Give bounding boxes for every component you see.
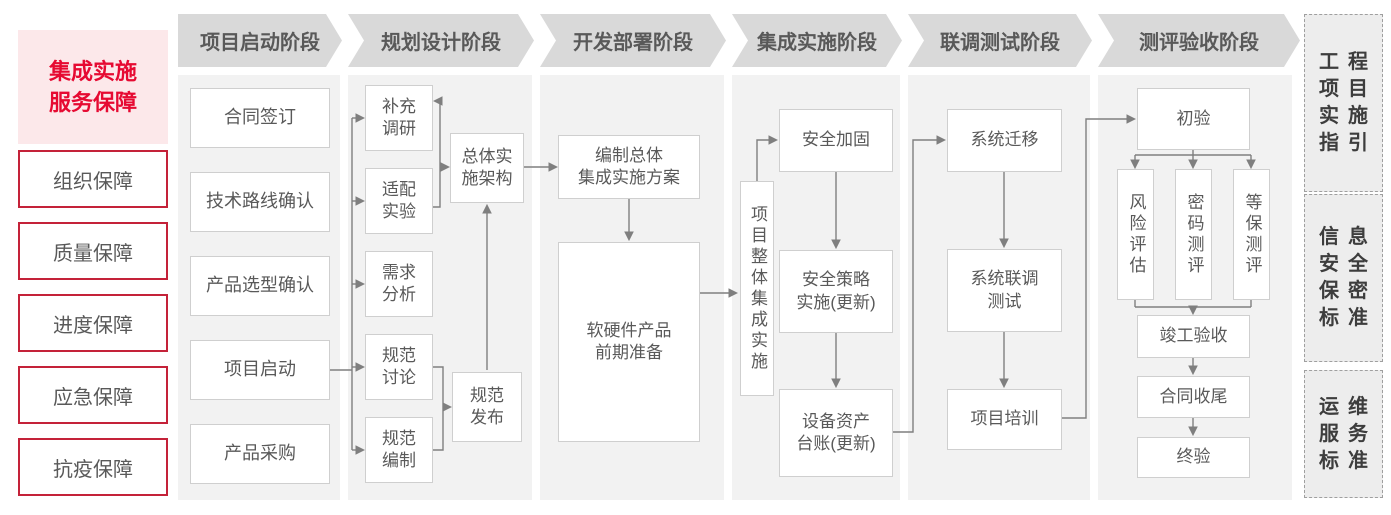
node-contract-closing: 合同收尾 xyxy=(1137,376,1250,418)
node-project-training: 项目培训 xyxy=(947,389,1062,450)
node-tech-route-confirm: 技术路线确认 xyxy=(190,172,330,232)
node-adaptation-experiment: 适配 实验 xyxy=(365,168,433,234)
node-product-procurement: 产品采购 xyxy=(190,424,330,484)
node-product-selection-confirm: 产品选型确认 xyxy=(190,256,330,316)
phase-banner-integration: 集成实施阶段 xyxy=(732,14,902,67)
sidebar-item-emergency: 应急保障 xyxy=(18,366,168,424)
node-initial-acceptance: 初验 xyxy=(1137,88,1250,150)
node-spec-release: 规范 发布 xyxy=(452,372,522,442)
node-contract-signing: 合同签订 xyxy=(190,88,330,148)
sidebar-item-quality: 质量保障 xyxy=(18,222,168,280)
node-classified-protection-evaluation: 等保测评 xyxy=(1233,169,1270,300)
node-overall-implementation-architecture: 总体实 施架构 xyxy=(450,133,524,203)
node-requirement-analysis: 需求 分析 xyxy=(365,251,433,317)
phase-banner-acceptance: 测评验收阶段 xyxy=(1098,14,1300,67)
node-supplementary-research: 补充 调研 xyxy=(365,85,433,151)
sidebar-item-schedule: 进度保障 xyxy=(18,294,168,352)
sidebar-title: 集成实施 服务保障 xyxy=(18,30,168,144)
node-asset-ledger-update: 设备资产 台账(更新) xyxy=(779,389,893,477)
reference-infosec-confidentiality-standard: 信息 安全 保密 标准 xyxy=(1304,194,1383,362)
sidebar-item-epidemic: 抗疫保障 xyxy=(18,438,168,496)
node-security-hardening: 安全加固 xyxy=(779,109,893,172)
reference-ops-service-standard: 运维 服务 标准 xyxy=(1304,370,1383,498)
phase-banner-launch: 项目启动阶段 xyxy=(178,14,342,67)
node-final-acceptance: 终验 xyxy=(1137,437,1250,478)
node-completion-acceptance: 竣工验收 xyxy=(1137,315,1250,358)
node-risk-assessment: 风险评估 xyxy=(1117,169,1154,300)
reference-project-implementation-guide: 工程 项目 实施 指引 xyxy=(1304,14,1383,192)
node-security-policy-update: 安全策略 实施(更新) xyxy=(779,250,893,333)
node-project-kickoff: 项目启动 xyxy=(190,340,330,400)
node-joint-system-test: 系统联调 测试 xyxy=(947,249,1062,332)
node-spec-drafting: 规范 编制 xyxy=(365,417,433,483)
node-overall-project-integration: 项目整体集成实施 xyxy=(740,181,774,396)
phase-banner-planning: 规划设计阶段 xyxy=(348,14,534,67)
node-spec-discussion: 规范 讨论 xyxy=(365,334,433,400)
node-system-migration: 系统迁移 xyxy=(947,109,1062,172)
node-overall-integration-plan: 编制总体 集成实施方案 xyxy=(558,135,700,199)
sidebar-item-organization: 组织保障 xyxy=(18,150,168,208)
phase-banner-development: 开发部署阶段 xyxy=(540,14,726,67)
node-hw-sw-preparation: 软硬件产品 前期准备 xyxy=(558,242,700,442)
node-crypto-evaluation: 密码测评 xyxy=(1175,169,1212,300)
phase-banner-testing: 联调测试阶段 xyxy=(908,14,1092,67)
